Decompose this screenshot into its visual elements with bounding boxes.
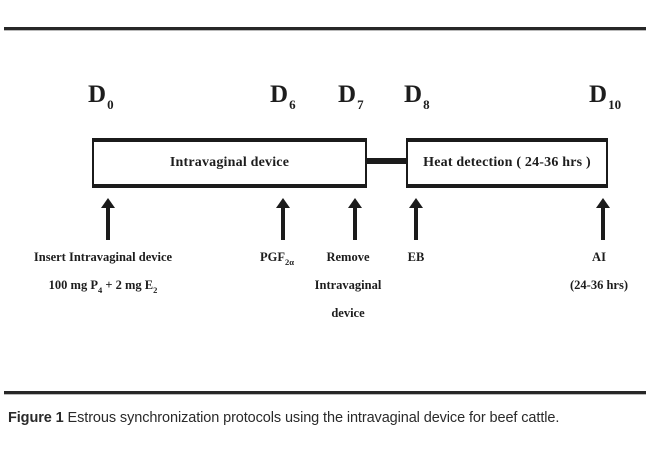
day-marker-7: D7 (338, 81, 364, 111)
arrow-shaft (353, 205, 357, 240)
pgf-event-label: PGF2α (245, 243, 309, 272)
arrowhead-icon (596, 198, 610, 208)
day-marker-8: D8 (404, 81, 430, 111)
figure-diagram: D0 D6 D7 D8 D10 Intravaginal device Heat… (0, 30, 650, 388)
arrow-up-icon-eb (409, 198, 423, 240)
remove-device-event-label: Remove Intravaginal device (305, 243, 391, 327)
arrow-shaft (414, 205, 418, 240)
pgf-line-1: PGF2α (260, 250, 294, 267)
remove-device-line-1: Remove (326, 250, 370, 264)
arrow-shaft (281, 205, 285, 240)
figure-caption-number: Figure 1 (8, 410, 64, 426)
remove-device-line-2: Intravaginal (314, 278, 382, 292)
bottom-divider-rule (4, 391, 646, 395)
ai-event-label: AI (24-36 hrs) (552, 243, 646, 299)
day-marker-8-letter: D (404, 81, 423, 108)
day-marker-10-subscript: 10 (608, 97, 622, 112)
arrowhead-icon (348, 198, 362, 208)
arrowhead-icon (409, 198, 423, 208)
day-marker-7-letter: D (338, 81, 357, 108)
arrow-up-icon-ai (596, 198, 610, 240)
intravaginal-device-box-label: Intravaginal device (169, 155, 290, 170)
day-marker-10: D10 (589, 81, 621, 111)
arrow-up-icon-insert (101, 198, 115, 240)
day-marker-8-subscript: 8 (423, 97, 430, 112)
heat-detection-box: Heat detection ( 24-36 hrs ) (406, 138, 608, 188)
day-marker-0-letter: D (88, 81, 107, 108)
ai-line-2: (24-36 hrs) (570, 278, 628, 292)
arrowhead-icon (101, 198, 115, 208)
day-marker-6: D6 (270, 81, 296, 111)
day-marker-0-subscript: 0 (107, 97, 114, 112)
figure-caption: Figure 1 Estrous synchronization protoco… (8, 410, 648, 426)
insert-device-line-1: Insert Intravaginal device (33, 250, 173, 264)
day-marker-7-subscript: 7 (357, 97, 364, 112)
arrow-up-icon-pgf (276, 198, 290, 240)
remove-device-line-3: device (331, 306, 365, 320)
eb-event-label: EB (392, 243, 440, 271)
insert-device-line-2: 100 mg P4 + 2 mg E2 (48, 278, 158, 295)
day-marker-6-subscript: 6 (289, 97, 296, 112)
intravaginal-device-box: Intravaginal device (92, 138, 367, 188)
day-marker-6-letter: D (270, 81, 289, 108)
top-divider-rule (4, 27, 646, 31)
day-marker-10-letter: D (589, 81, 608, 108)
phase-connector-line (365, 158, 408, 164)
eb-line-1: EB (407, 250, 425, 264)
arrowhead-icon (276, 198, 290, 208)
arrow-shaft (601, 205, 605, 240)
arrow-shaft (106, 205, 110, 240)
figure-caption-text: Estrous synchronization protocols using … (63, 410, 560, 426)
ai-line-1: AI (592, 250, 606, 264)
arrow-up-icon-remove (348, 198, 362, 240)
heat-detection-box-label: Heat detection ( 24-36 hrs ) (423, 155, 591, 170)
day-marker-0: D0 (88, 81, 114, 111)
insert-device-event-label: Insert Intravaginal device 100 mg P4 + 2… (8, 243, 198, 300)
